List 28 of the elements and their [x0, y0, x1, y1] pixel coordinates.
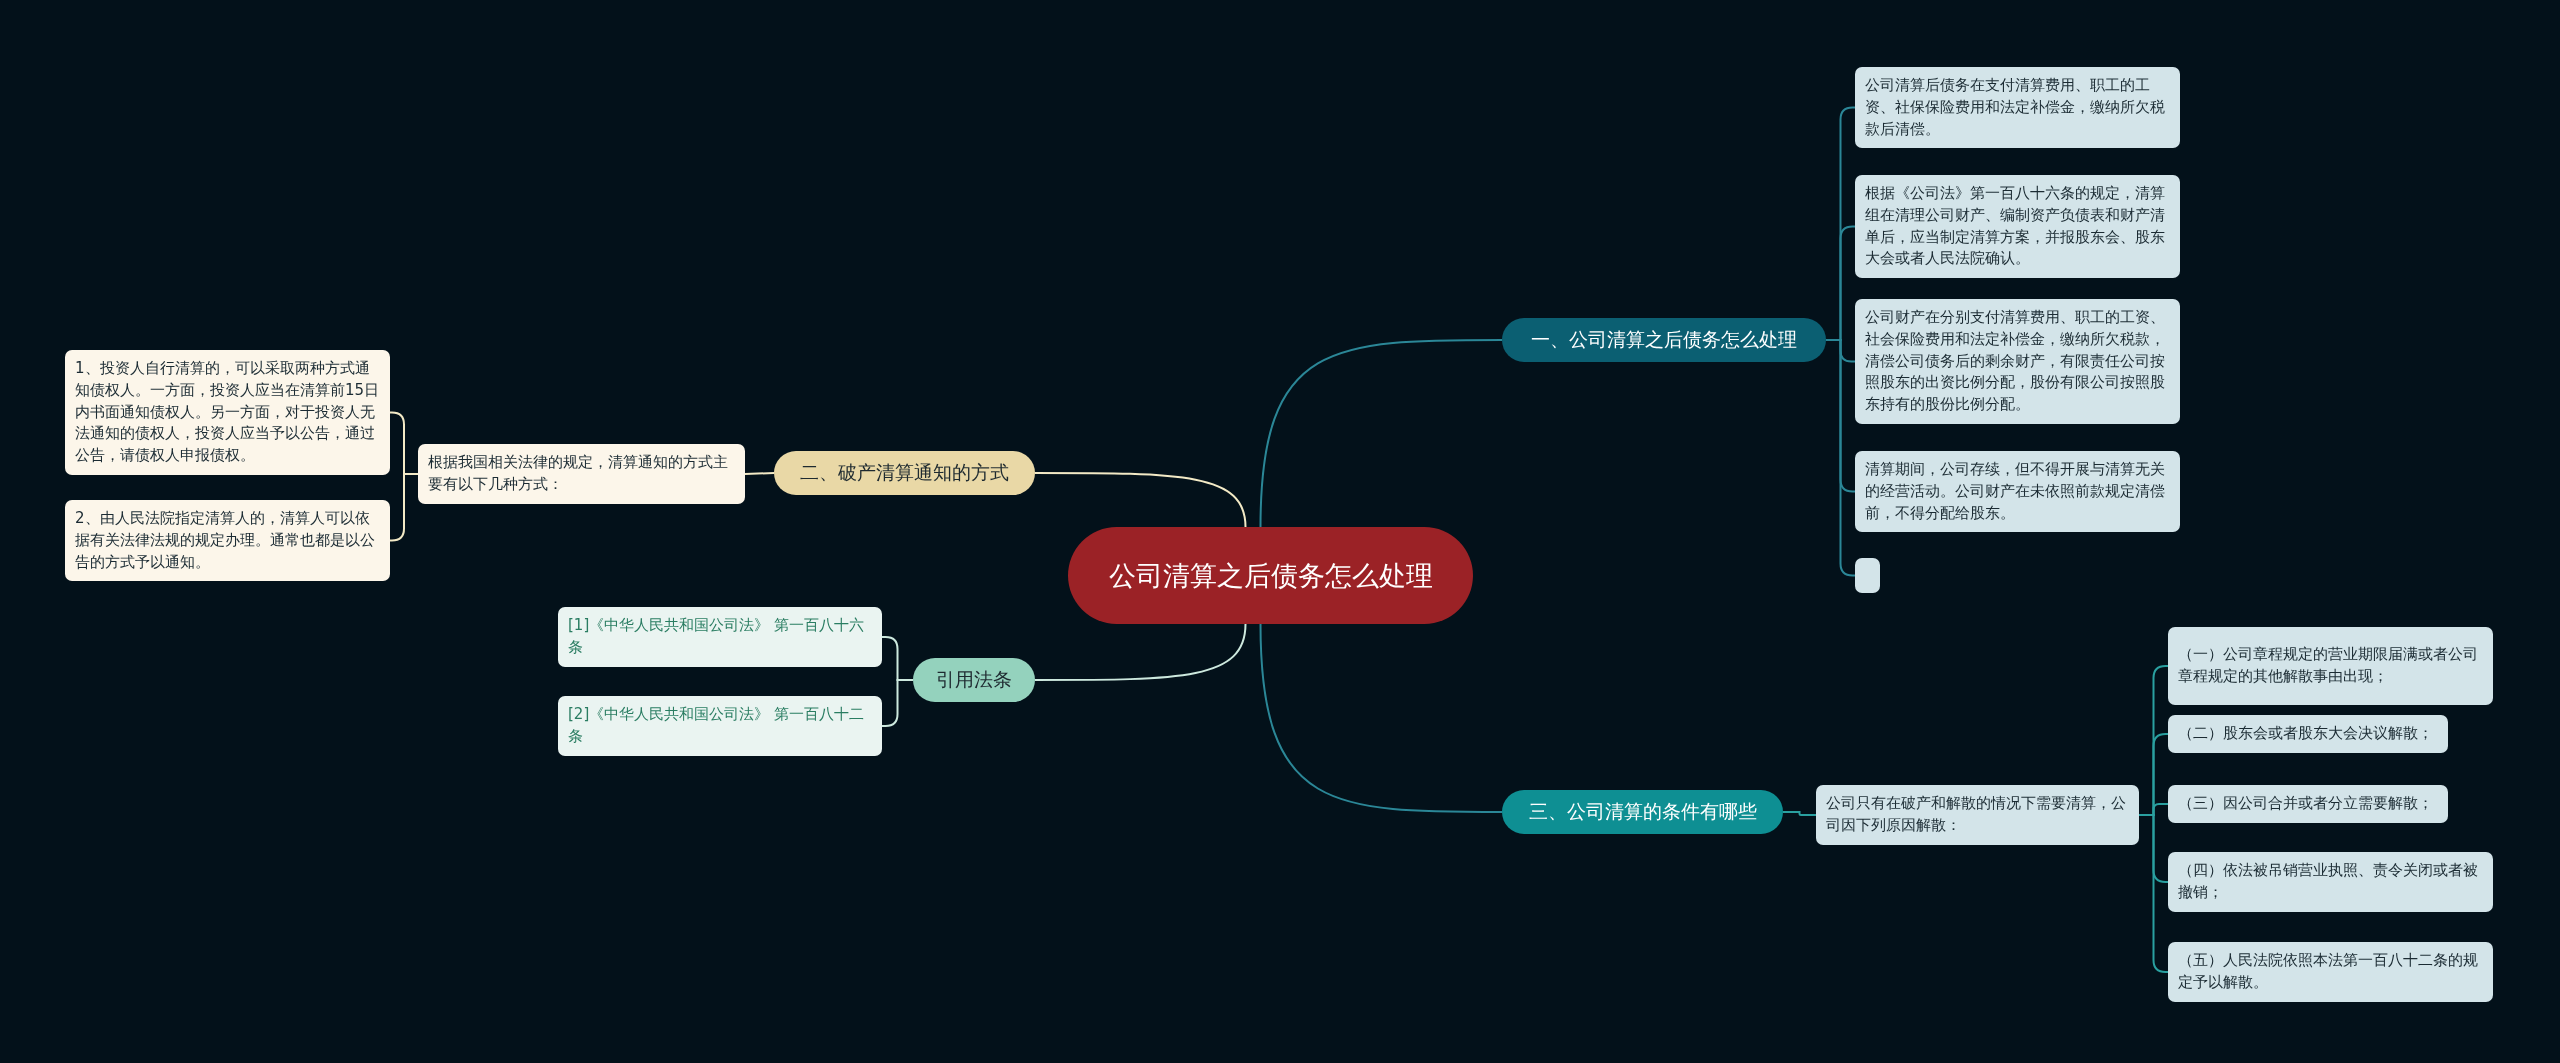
connector-line — [744, 472, 775, 475]
note-box: 清算期间，公司存续，但不得开展与清算无关的经营活动。公司财产在未依照前款规定清偿前，不得分配给股东。 — [1855, 451, 2180, 533]
note-box: 1、投资人自行清算的，可以采取两种方式通知债权人。一方面，投资人应当在清算前15日内书面通知债权人。另一方面，对于投资人无法通知的债权人，投资人应当予以公告，通过公告，请债权人申报债权。 — [65, 350, 390, 475]
reference-box: [1]《中华人民共和国公司法》 第一百八十六条 — [558, 607, 882, 667]
central-topic: 公司清算之后债务怎么处理 — [1068, 527, 1473, 624]
branch-topic: 三、公司清算的条件有哪些 — [1502, 790, 1783, 834]
note-box: 根据我国相关法律的规定，清算通知的方式主要有以下几种方式： — [418, 444, 745, 504]
connector-line — [1782, 811, 1817, 816]
note-box: 根据《公司法》第一百八十六条的规定，清算组在清理公司财产、编制资产负债表和财产清单后，应当制定清算方案，并报股东会、股东大会或者人民法院确认。 — [1855, 175, 2180, 278]
connector-line — [1259, 339, 1503, 528]
branch-topic: 引用法条 — [913, 658, 1035, 702]
note-box: （五）人民法院依照本法第一百八十二条的规定予以解散。 — [2168, 942, 2493, 1002]
note-box: （三）因公司合并或者分立需要解散； — [2168, 785, 2448, 823]
connector-line — [1034, 472, 1247, 528]
note-box: 公司财产在分别支付清算费用、职工的工资、社会保险费用和法定补偿金，缴纳所欠税款，清偿公司债务后的剩余财产，有限责任公司按照股东的出资比例分配，股份有限公司按照股东持有的股份比例分配。 — [1855, 299, 2180, 424]
note-box: 2、由人民法院指定清算人的，清算人可以依据有关法律法规的规定办理。通常也都是以公告的方式予以通知。 — [65, 500, 390, 582]
note-box: 公司只有在破产和解散的情况下需要清算，公司因下列原因解散： — [1816, 785, 2139, 845]
note-box: （二）股东会或者股东大会决议解散； — [2168, 715, 2448, 753]
connector-line — [1034, 623, 1247, 681]
note-box: （一）公司章程规定的营业期限届满或者公司章程规定的其他解散事由出现； — [2168, 627, 2493, 705]
connector-line — [881, 679, 914, 727]
note-box: 公司清算后债务在支付清算费用、职工的工资、社保保险费用和法定补偿金，缴纳所欠税款后清偿。 — [1855, 67, 2180, 149]
empty-box — [1855, 558, 1880, 593]
note-box: （四）依法被吊销营业执照、责令关闭或者被撤销； — [2168, 852, 2493, 912]
branch-topic: 二、破产清算通知的方式 — [774, 451, 1035, 495]
connector-line — [1259, 623, 1503, 813]
reference-box: [2]《中华人民共和国公司法》 第一百八十二条 — [558, 696, 882, 756]
branch-topic: 一、公司清算之后债务怎么处理 — [1502, 318, 1826, 362]
